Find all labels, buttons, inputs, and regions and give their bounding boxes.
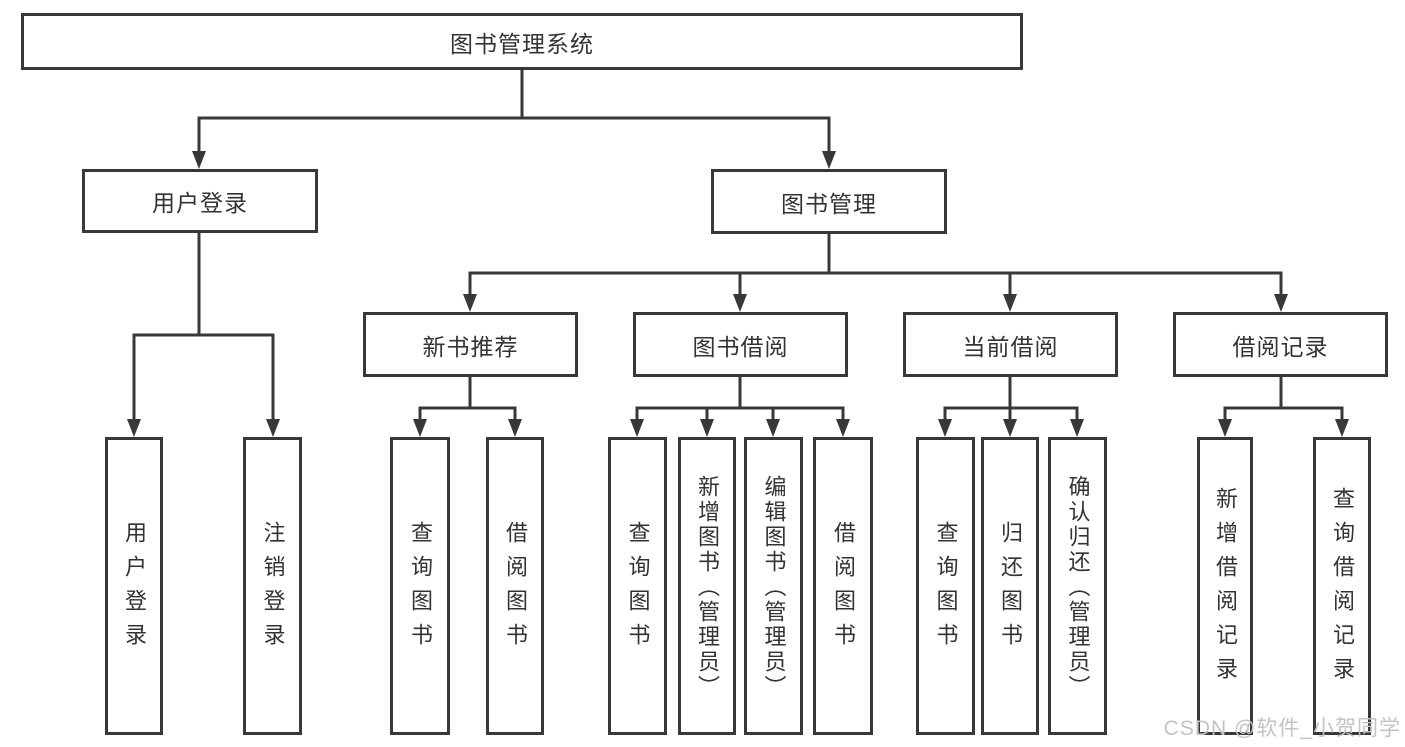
node-query-books-3: 查询图书 — [916, 437, 975, 735]
node-borrow-books-2: 借阅图书 — [813, 437, 873, 735]
node-add-books-admin: 新增图书（管理员） — [678, 437, 736, 735]
node-return-books: 归还图书 — [981, 437, 1039, 735]
node-query-books-2: 查询图书 — [608, 437, 667, 735]
node-query-books-1: 查询图书 — [390, 437, 450, 735]
node-new-book-recommend: 新书推荐 — [363, 312, 578, 377]
csdn-watermark: CSDN @软件_小贺同学 — [1163, 717, 1401, 740]
node-edit-books-admin: 编辑图书（管理员） — [744, 437, 803, 735]
node-query-borrow-record: 查询借阅记录 — [1313, 437, 1371, 735]
node-borrow-books-1: 借阅图书 — [486, 437, 544, 735]
node-book-management: 图书管理 — [711, 169, 947, 234]
node-borrow-records: 借阅记录 — [1173, 312, 1388, 377]
node-library-management-system: 图书管理系统 — [21, 13, 1023, 70]
node-book-borrowing: 图书借阅 — [633, 312, 848, 377]
node-user-login-leaf: 用户登录 — [105, 437, 163, 735]
node-confirm-return-admin: 确认归还（管理员） — [1048, 437, 1107, 735]
node-logout: 注销登录 — [243, 437, 302, 735]
node-add-borrow-record: 新增借阅记录 — [1197, 437, 1253, 735]
node-user-login: 用户登录 — [82, 169, 318, 233]
node-current-borrowing: 当前借阅 — [903, 312, 1118, 377]
